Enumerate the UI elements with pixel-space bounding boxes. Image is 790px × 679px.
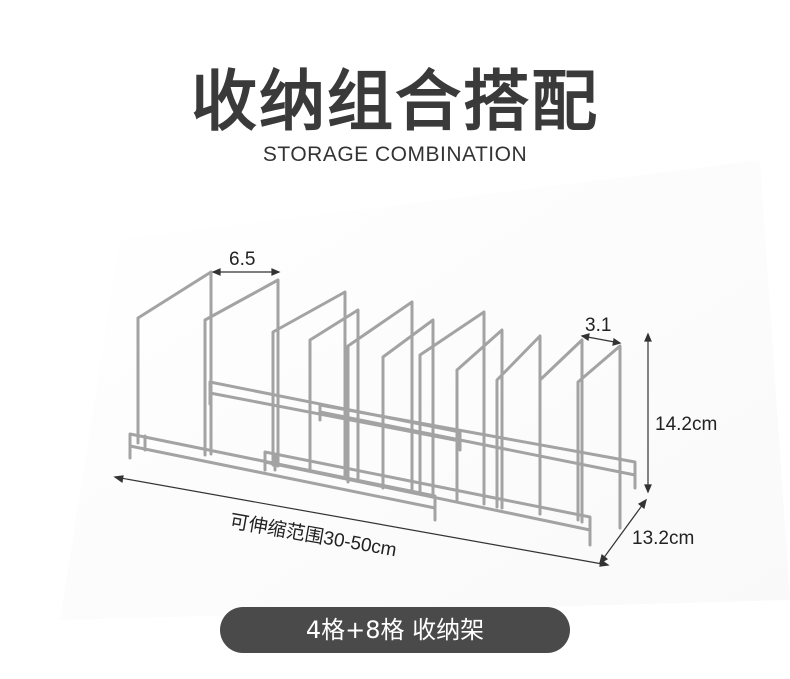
divider-7: [418, 310, 486, 506]
height-label: 14.2cm: [655, 414, 717, 435]
divider-11: [576, 344, 622, 530]
divider-5: [346, 300, 414, 494]
divider-10: [538, 338, 584, 524]
width-label: 6.5: [229, 249, 255, 270]
gap-label: 3.1: [585, 315, 611, 336]
page-title: 收纳组合搭配: [191, 63, 599, 140]
storage-rack: [128, 270, 637, 547]
length-dimension-line: [114, 476, 609, 566]
divider-6: [381, 318, 435, 498]
divider-8: [455, 328, 504, 510]
depth-label: 13.2cm: [632, 528, 694, 549]
depth-dimension-line: [599, 499, 647, 564]
dimension-lines: [113, 268, 652, 567]
divider-1: [136, 270, 213, 456]
divider-3: [271, 290, 347, 478]
divider-4: [308, 308, 360, 480]
product-label-pill: 4格+8格 收纳架: [220, 607, 570, 653]
page-subtitle: STORAGE COMBINATION: [262, 143, 528, 166]
divider-2: [203, 278, 280, 468]
table-surface: [60, 160, 790, 620]
